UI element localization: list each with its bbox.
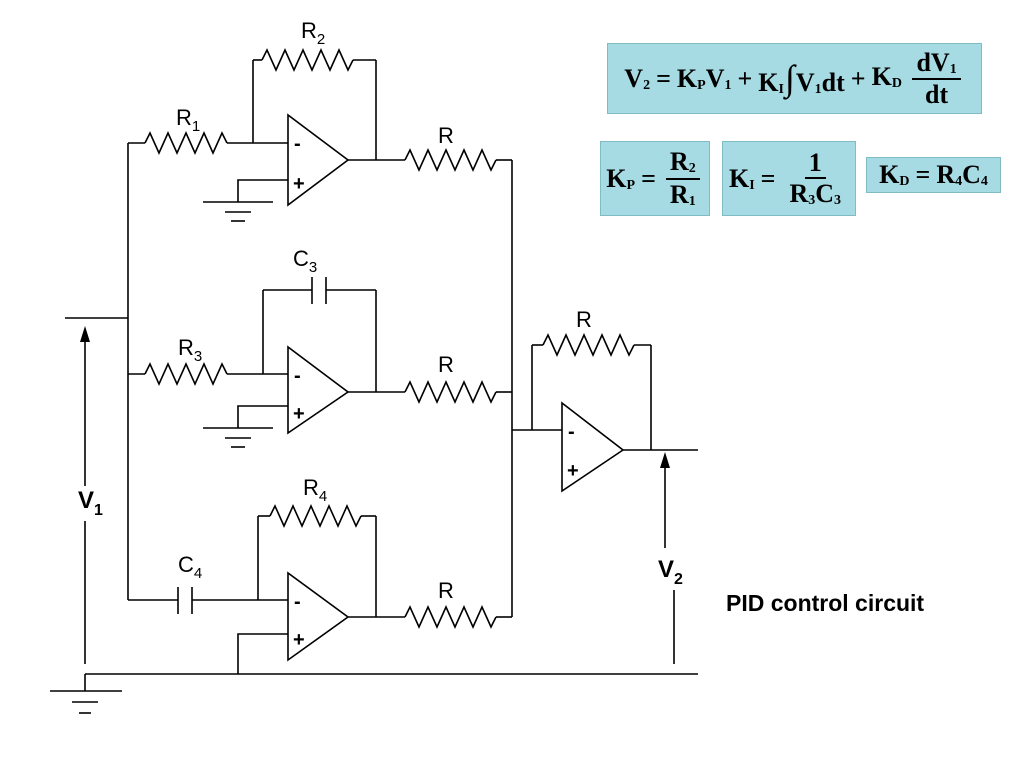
equation-kd: KD = R4C4 xyxy=(866,157,1001,193)
resistor-r3 xyxy=(144,362,228,386)
equation-ki: KI = 1 R3C3 xyxy=(722,141,856,216)
op-amp-sum xyxy=(561,401,625,493)
resistor-r-mid xyxy=(404,380,497,404)
resistor-r1 xyxy=(144,131,228,155)
op-amp-1 xyxy=(287,113,350,207)
op-amp-3-plus: + xyxy=(293,629,305,651)
label-r-top: R xyxy=(438,123,454,148)
resistor-r-feedback xyxy=(542,333,635,357)
op-amp-3 xyxy=(287,571,350,662)
label-r-feedback: R xyxy=(576,307,592,332)
integral-stage: - + xyxy=(128,277,512,448)
label-v2: V2 xyxy=(658,556,683,588)
integral-sign: ∫ xyxy=(784,57,795,98)
kp-fraction: R2 R1 xyxy=(665,148,700,209)
common-ground xyxy=(50,673,698,714)
op-amp-2-plus: + xyxy=(293,403,305,425)
resistor-r-bot xyxy=(404,605,497,629)
resistor-r2 xyxy=(261,48,354,72)
label-r4: R4 xyxy=(303,475,327,505)
caption: PID control circuit xyxy=(726,590,925,616)
eq-main-lhs: V2 xyxy=(624,63,651,93)
eq-main-term-p: KPV1 xyxy=(676,63,732,93)
derivative-fraction: dV1 dt xyxy=(912,48,961,109)
resistor-r4 xyxy=(269,504,362,528)
op-amp-3-minus: - xyxy=(294,591,301,613)
op-amp-sum-plus: + xyxy=(567,460,579,482)
label-r-bot: R xyxy=(438,578,454,603)
derivative-stage: - + xyxy=(128,504,512,674)
v2-arrow xyxy=(660,452,675,664)
op-amp-sum-minus: - xyxy=(568,421,575,443)
v1-arrow xyxy=(80,326,90,664)
equation-kp: KP = R2 R1 xyxy=(600,141,710,216)
input-bus xyxy=(65,143,129,600)
label-r1: R1 xyxy=(176,105,200,135)
op-amp-2-minus: - xyxy=(294,365,301,387)
op-amp-2 xyxy=(287,345,350,435)
eq-main-term-d: KD dV1 dt xyxy=(872,48,965,109)
equation-main: V2 = KPV1 + KI∫V1dt + KD dV1 dt xyxy=(607,43,982,114)
label-v1: V1 xyxy=(78,487,103,519)
op-amp-1-plus: + xyxy=(293,173,305,195)
proportional-stage: - + xyxy=(128,48,512,222)
summing-stage: - + xyxy=(511,160,698,617)
resistor-r-top xyxy=(404,148,497,172)
ki-fraction: 1 R3C3 xyxy=(789,147,842,208)
label-r-mid: R xyxy=(438,352,454,377)
label-c4: C4 xyxy=(178,552,202,582)
label-r3: R3 xyxy=(178,335,202,365)
label-r2: R2 xyxy=(301,18,325,48)
eq-main-term-i: KI∫V1dt xyxy=(758,57,845,98)
label-c3: C3 xyxy=(293,246,317,276)
op-amp-1-minus: - xyxy=(294,133,301,155)
